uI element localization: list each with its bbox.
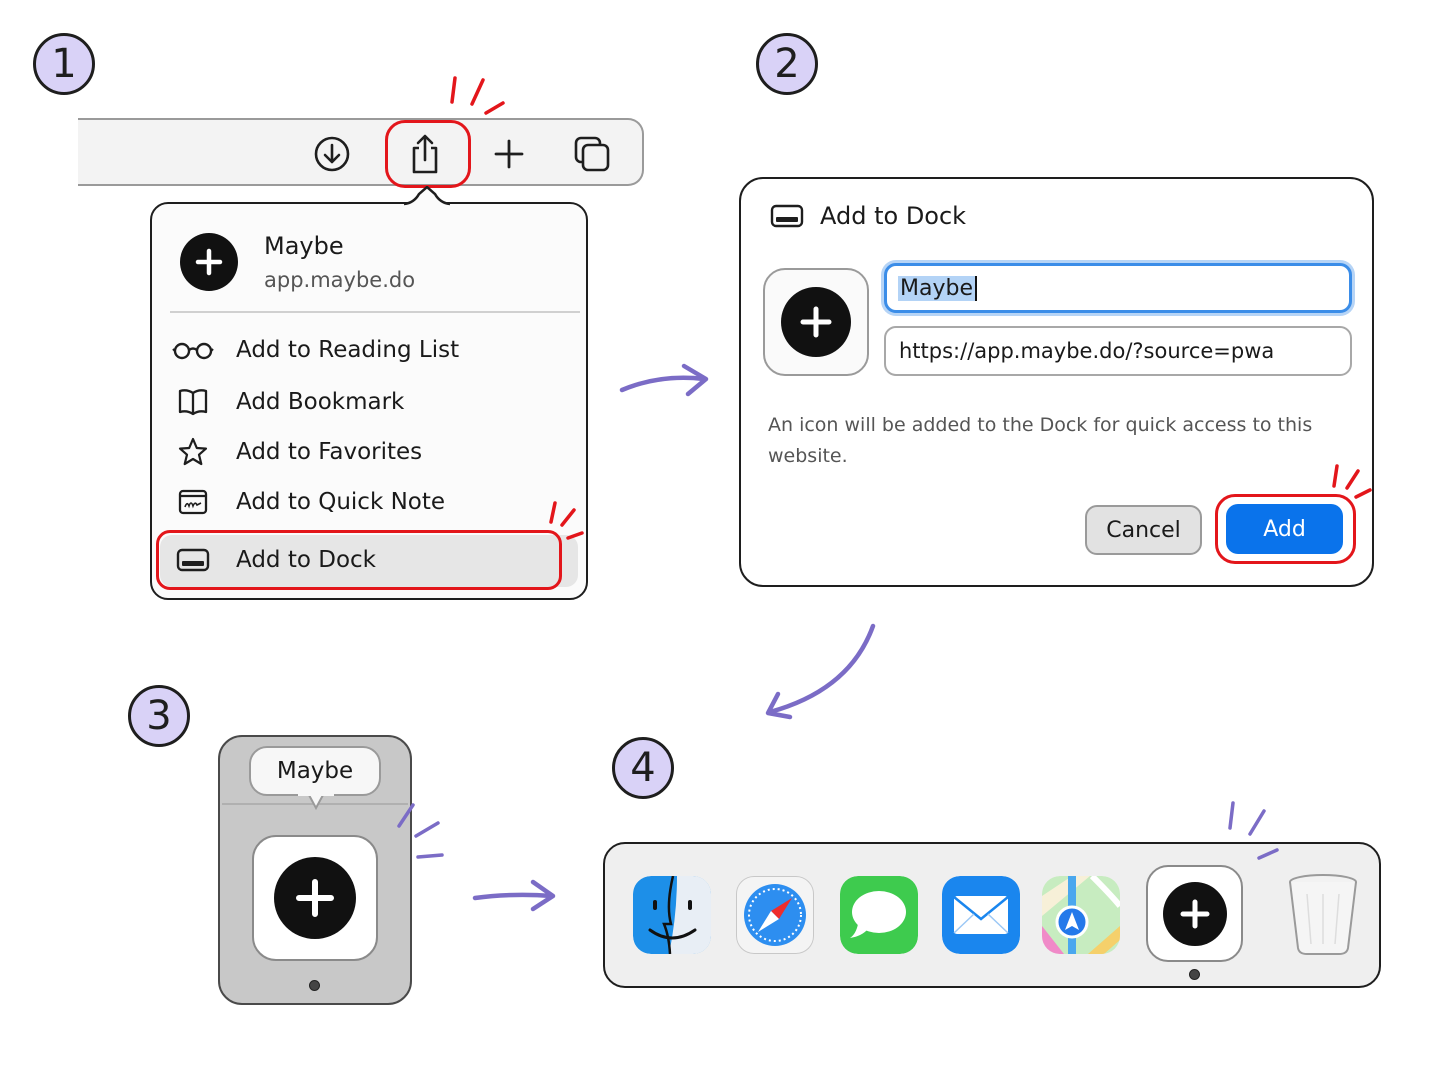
- maybe-dock-tile[interactable]: [252, 835, 378, 961]
- app-plus-icon: [781, 287, 851, 357]
- messages-icon: [840, 876, 918, 954]
- add-button[interactable]: Add: [1226, 504, 1343, 554]
- add-to-dock-highlight: [156, 530, 562, 590]
- share-icon: [412, 134, 438, 174]
- step-badge-4: 4: [612, 737, 674, 799]
- menu-pointer: [404, 186, 450, 206]
- finder-app[interactable]: [633, 876, 711, 954]
- download-button[interactable]: [310, 132, 354, 176]
- menu-item-reading-list[interactable]: Add to Reading List: [170, 328, 570, 372]
- share-button[interactable]: [403, 132, 447, 176]
- maybe-app-icon: [1162, 881, 1227, 946]
- dialog-description: An icon will be added to the Dock for qu…: [768, 414, 1313, 467]
- tabs-overview-icon: [574, 136, 610, 172]
- book-icon: [170, 386, 216, 418]
- running-indicator-dot: [1189, 969, 1200, 980]
- tab-overview-button[interactable]: [570, 132, 614, 176]
- star-icon: [170, 436, 216, 468]
- dialog-app-icon: [763, 268, 869, 376]
- menu-item-favorites[interactable]: Add to Favorites: [170, 430, 570, 474]
- step-badge-1: 1: [33, 33, 95, 95]
- app-plus-icon: [274, 857, 356, 939]
- mail-icon: [942, 876, 1020, 954]
- browser-toolbar: [78, 118, 644, 186]
- menu-divider: [170, 311, 580, 313]
- cancel-button[interactable]: Cancel: [1085, 505, 1202, 555]
- app-tooltip: Maybe: [249, 746, 381, 796]
- share-menu-app-name: Maybe: [264, 232, 344, 260]
- add-button-highlight: [1215, 494, 1356, 564]
- app-url-input[interactable]: https://app.maybe.do/?source=pwa: [884, 326, 1352, 376]
- share-button-highlight: [385, 120, 471, 188]
- app-name-input[interactable]: Maybe: [884, 263, 1352, 313]
- dock-icon: [170, 544, 216, 576]
- plus-icon: [494, 139, 524, 169]
- maybe-dock-app[interactable]: [1146, 865, 1243, 962]
- share-menu: Maybe app.maybe.do: [150, 202, 588, 600]
- menu-item-bookmark[interactable]: Add Bookmark: [170, 380, 570, 424]
- download-icon: [314, 136, 350, 172]
- finder-icon: [633, 876, 711, 954]
- running-indicator-dot: [309, 980, 320, 991]
- app-name-value: Maybe: [898, 275, 977, 301]
- dock-icon: [770, 204, 804, 228]
- step-badge-3: 3: [128, 685, 190, 747]
- glasses-icon: [170, 334, 216, 366]
- menu-item-add-to-dock-label: Add to Dock: [236, 547, 376, 573]
- safari-app[interactable]: [736, 876, 814, 954]
- menu-item-add-to-dock[interactable]: Add to Dock: [170, 538, 570, 582]
- safari-icon: [736, 876, 814, 954]
- trash-app[interactable]: [1285, 872, 1361, 956]
- quick-note-icon: [170, 486, 216, 518]
- maps-icon: [1042, 876, 1120, 954]
- arrow-step2-to-step4: [767, 623, 876, 715]
- messages-app[interactable]: [840, 876, 918, 954]
- app-plus-icon: [180, 233, 238, 291]
- mail-app[interactable]: [942, 876, 1020, 954]
- share-menu-header: Maybe app.maybe.do: [176, 228, 576, 308]
- menu-item-quick-note[interactable]: Add to Quick Note: [170, 480, 570, 524]
- step-badge-2: 2: [756, 33, 818, 95]
- menu-item-favorites-label: Add to Favorites: [236, 439, 423, 465]
- maps-app[interactable]: [1042, 876, 1120, 954]
- new-tab-button[interactable]: [487, 132, 531, 176]
- menu-item-reading-list-label: Add to Reading List: [236, 337, 460, 363]
- share-menu-app-url: app.maybe.do: [264, 268, 416, 292]
- add-to-dock-item-background: [160, 535, 578, 587]
- menu-item-bookmark-label: Add Bookmark: [236, 389, 405, 415]
- share-emphasis-ticks: [450, 76, 505, 115]
- arrow-step3-to-step4: [472, 892, 555, 901]
- tooltip-tail: [296, 794, 336, 810]
- menu-item-quick-note-label: Add to Quick Note: [236, 489, 446, 515]
- dialog-title: Add to Dock: [820, 202, 967, 230]
- trash-icon: [1289, 874, 1357, 955]
- dialog-title-row: Add to Dock: [770, 196, 966, 236]
- arrow-step1-to-step2: [619, 375, 707, 393]
